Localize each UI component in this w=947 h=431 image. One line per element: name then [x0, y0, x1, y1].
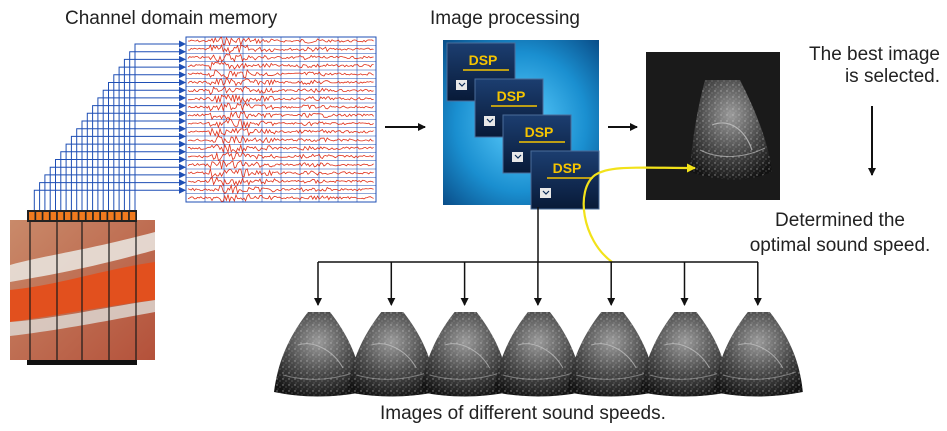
channel-line [86, 109, 186, 210]
transducer-element [101, 212, 107, 220]
channel-waveform [187, 61, 374, 71]
best-image-frame [646, 52, 780, 200]
dsp-label: DSP [553, 160, 582, 176]
channel-line [81, 117, 186, 210]
transducer-element [108, 212, 114, 220]
optimal-speed-label-line2: optimal sound speed. [749, 235, 931, 256]
transducer-element [122, 212, 129, 220]
dsp-label: DSP [469, 52, 498, 68]
transducer-element [86, 212, 93, 220]
channel-waveform [187, 167, 374, 178]
tissue-sample [10, 220, 155, 365]
selected-image-arrow [582, 163, 696, 263]
channel-line [134, 40, 186, 210]
ultrasound-image-6 [640, 312, 730, 397]
optimal-speed-label-line1: Determined the [775, 210, 905, 231]
ultrasound-image-7 [713, 312, 803, 397]
channel-waveform [187, 110, 374, 121]
channel-line [129, 48, 186, 210]
transducer-element [57, 212, 64, 220]
dsp-card: DSP [530, 150, 600, 210]
transducer-element [29, 212, 35, 220]
waveform-grid [185, 36, 377, 203]
channel-waveform [187, 53, 374, 63]
image-processing-panel: DSP DSP DSP DSP [443, 40, 600, 210]
channel-line [118, 63, 186, 210]
chip-icon [512, 152, 523, 162]
channel-line [102, 86, 186, 210]
channel-waveform [187, 43, 374, 54]
transducer-element [65, 212, 71, 220]
best-image-label-line2: is selected. [844, 66, 940, 87]
ultrasound-image-4 [493, 312, 583, 397]
channel-line [60, 148, 186, 210]
channel-waveform [187, 159, 374, 169]
channel-waveform [187, 127, 374, 138]
channel-waveform [188, 151, 374, 161]
channel-waveform [187, 85, 374, 96]
dsp-label: DSP [497, 88, 526, 104]
channel-waveform [187, 118, 374, 129]
channel-wires [33, 40, 186, 210]
best-image-label-line1: The best image [809, 44, 940, 65]
transducer-element [129, 212, 136, 220]
channel-line [33, 186, 186, 210]
channel-waveform [187, 68, 374, 79]
channel-line [70, 132, 186, 210]
channel-line [39, 179, 186, 210]
channel-domain-memory [10, 36, 377, 365]
image-processing-label: Image processing [430, 8, 580, 29]
channel-line [113, 71, 186, 210]
channel-line [55, 156, 186, 210]
channel-waveform [187, 176, 374, 187]
channel-memory-label: Channel domain memory [65, 8, 278, 29]
transducer-array [27, 210, 137, 222]
chip-icon [540, 188, 551, 198]
channel-line [49, 163, 186, 210]
dsp-label: DSP [525, 124, 554, 140]
transducer-element [72, 212, 78, 220]
channel-line [97, 94, 186, 210]
transducer-element [115, 212, 121, 220]
channel-waveform [187, 93, 374, 105]
transducer-element [93, 212, 100, 220]
channel-waveform [187, 77, 374, 87]
channel-waveform [187, 36, 374, 47]
different-speeds-label: Images of different sound speeds. [380, 403, 666, 424]
channel-line [44, 171, 186, 210]
transducer-element [79, 212, 85, 220]
channel-line [108, 79, 186, 210]
ultrasound-image-1 [274, 312, 363, 397]
transducer-element [36, 212, 42, 220]
chip-icon [484, 116, 495, 126]
speed-images-row [274, 312, 803, 397]
channel-waveform [187, 135, 374, 145]
channel-waveform [187, 183, 374, 195]
channel-waveform [187, 102, 374, 112]
channel-line [123, 55, 186, 210]
chip-icon [456, 80, 467, 90]
transducer-element [43, 212, 49, 220]
ultrasound-image-2 [347, 312, 437, 397]
distribution-tree [314, 207, 762, 306]
channel-waveform [187, 193, 374, 203]
ultrasound-image-5 [567, 312, 657, 397]
transducer-element [50, 212, 57, 220]
channel-line [65, 140, 186, 210]
ultrasound-image-3 [420, 312, 510, 397]
channel-waveform [187, 143, 374, 154]
